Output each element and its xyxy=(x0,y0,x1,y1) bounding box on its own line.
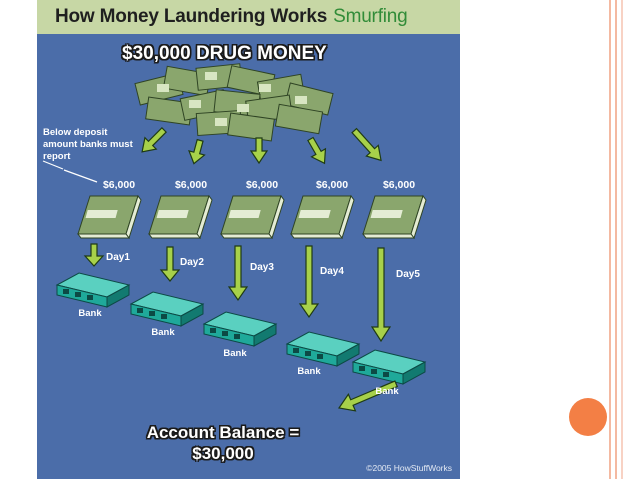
bank-label-2: Bank xyxy=(138,327,188,338)
decor-line-2 xyxy=(615,0,617,479)
reporting-threshold-note: Below deposit amount banks must report xyxy=(43,127,143,163)
copyright-credit: ©2005 HowStuffWorks xyxy=(366,463,452,473)
deposit-arrow-3-icon xyxy=(229,246,247,300)
deposit-amount-4: $6,000 xyxy=(302,179,362,191)
bank-4-icon xyxy=(287,332,359,366)
bank-5-icon xyxy=(353,350,425,384)
split-arrow-4-icon xyxy=(304,135,332,167)
orange-circle-decoration xyxy=(569,398,607,436)
bank-1-icon xyxy=(57,273,129,307)
bank-label-5: Bank xyxy=(362,386,412,397)
day-label-2: Day2 xyxy=(180,257,204,268)
day-label-3: Day3 xyxy=(250,262,274,273)
deposit-arrow-2-icon xyxy=(161,247,179,281)
deposit-arrow-1-icon xyxy=(85,244,103,266)
infographic-poster: How Money Laundering Works Smurfing $30,… xyxy=(37,0,460,479)
bank-2-icon xyxy=(131,292,203,326)
split-arrow-5-icon xyxy=(348,125,387,165)
money-stack-3-icon xyxy=(221,196,284,238)
deposit-arrow-5-icon xyxy=(372,248,390,341)
deposit-amount-2: $6,000 xyxy=(161,179,221,191)
deposit-amount-3: $6,000 xyxy=(232,179,292,191)
deposit-amount-1: $6,000 xyxy=(89,179,149,191)
split-arrow-2-icon xyxy=(186,138,208,165)
money-stack-5-icon xyxy=(363,196,426,238)
bank-label-3: Bank xyxy=(210,348,260,359)
money-stacks xyxy=(78,196,426,238)
account-balance-label: Account Balance = xyxy=(123,423,323,443)
money-pile-icon xyxy=(135,64,333,141)
money-stack-2-icon xyxy=(149,196,212,238)
deposit-amount-5: $6,000 xyxy=(369,179,429,191)
deposit-arrow-4-icon xyxy=(300,246,318,317)
money-stack-4-icon xyxy=(291,196,354,238)
diagram-graphics xyxy=(37,0,460,479)
decor-line-1 xyxy=(609,0,611,479)
bank-3-icon xyxy=(204,312,276,346)
decor-line-3 xyxy=(621,0,623,479)
money-stack-1-icon xyxy=(78,196,141,238)
bank-label-4: Bank xyxy=(284,366,334,377)
split-arrow-3-icon xyxy=(251,138,267,163)
day-label-4: Day4 xyxy=(320,266,344,277)
account-balance-value: $30,000 xyxy=(123,444,323,464)
day-label-1: Day1 xyxy=(106,252,130,263)
bank-label-1: Bank xyxy=(65,308,115,319)
day-label-5: Day5 xyxy=(396,269,420,280)
